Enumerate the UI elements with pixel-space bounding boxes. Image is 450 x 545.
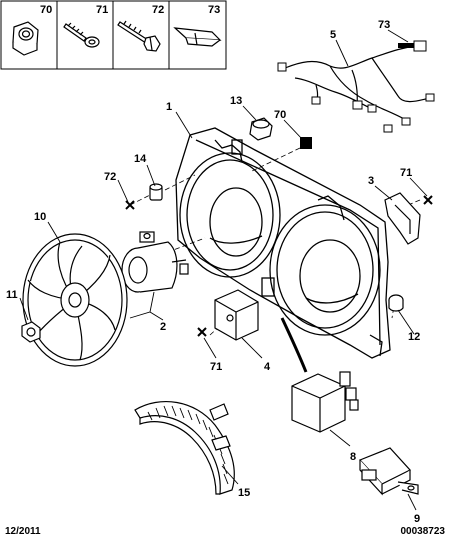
grommet [388,294,404,312]
callout-9: 9 [414,513,420,525]
screw-71-mark [423,195,433,205]
relay-cable [280,317,308,373]
bolt-icon [117,20,161,52]
screw-72-mark [125,200,135,210]
callout-8: 8 [350,451,356,463]
fan-shroud [175,127,391,359]
wiring-harness [284,45,431,121]
legend-ref-72: 72 [152,4,164,16]
callout-73: 73 [378,19,390,31]
callout-71-lower: 71 [210,361,222,373]
legend-ref-73: 73 [208,4,220,16]
fan-guard [134,401,235,495]
spacer [149,183,163,201]
callout-14: 14 [134,153,147,165]
footer-reference: 00038723 [400,526,446,537]
callout-72: 72 [104,171,116,183]
harness-plug [413,40,427,52]
harness-connectors [277,62,435,133]
fan-impeller [22,233,128,367]
callout-15: 15 [238,487,250,499]
fan-nut [21,321,41,343]
legend-strip [0,0,227,70]
legend-ref-71: 71 [96,4,108,16]
footer-date: 12/2011 [5,526,41,537]
callout-4: 4 [264,361,271,373]
callout-71-upper: 71 [400,167,412,179]
callout-11: 11 [6,289,18,301]
control-module [358,447,419,496]
callout-12: 12 [408,331,420,343]
resistor-block [214,289,259,341]
callout-1: 1 [166,101,172,113]
callout-10: 10 [34,211,46,223]
callout-70: 70 [274,109,286,121]
callout-13: 13 [230,95,242,107]
callout-5: 5 [330,29,336,41]
legend-ref-70: 70 [40,4,52,16]
nut-icon [12,21,39,56]
rubber-stop [249,117,273,141]
clip-icon [173,27,222,47]
callout-2: 2 [160,321,166,333]
relay [291,371,359,433]
mounting-bracket [384,192,421,245]
screw-icon [63,22,100,48]
callout-3: 3 [368,175,374,187]
harness-sleeve [398,43,414,48]
screw-71-lower-mark [197,327,207,337]
fan-motor [121,231,189,293]
leader-lines [19,29,428,511]
